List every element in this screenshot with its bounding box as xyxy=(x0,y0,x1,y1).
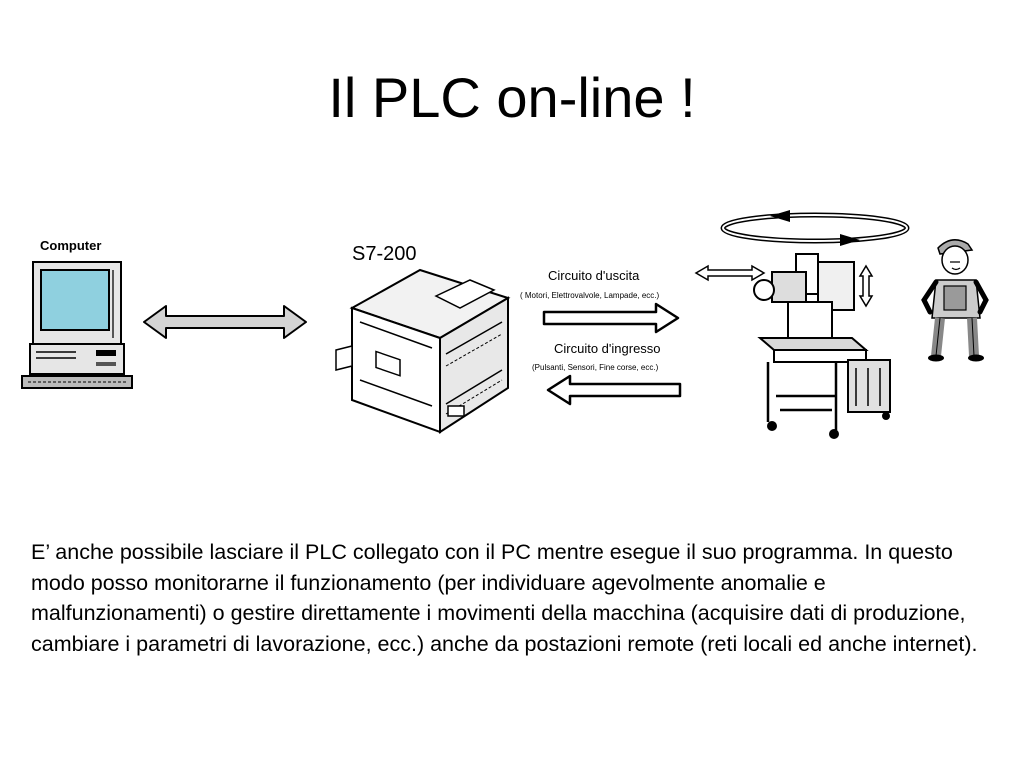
input-circuit-detail: (Pulsanti, Sensori, Fine corse, ecc.) xyxy=(532,363,659,372)
computer-icon: Computer xyxy=(21,238,133,389)
machine-icon xyxy=(694,210,910,439)
body-paragraph: E’ anche possibile lasciare il PLC colle… xyxy=(31,540,978,656)
vertical-motion-icon xyxy=(858,264,874,308)
output-arrow-icon xyxy=(542,302,680,334)
keyboard-icon xyxy=(21,375,133,389)
diagram-canvas: Computer S7-200 xyxy=(21,210,989,439)
operator-icon xyxy=(921,239,989,362)
horizontal-motion-icon xyxy=(694,264,766,282)
screen-icon xyxy=(40,269,110,331)
plc-label: S7-200 xyxy=(352,243,417,265)
computer-label: Computer xyxy=(40,238,101,253)
output-circuit-label: Circuito d'uscita xyxy=(548,268,640,283)
plc-s7-200-icon: S7-200 xyxy=(335,243,511,434)
input-circuit-label: Circuito d'ingresso xyxy=(554,341,661,356)
computer-plc-double-arrow-icon xyxy=(143,305,307,339)
plc-online-diagram: Computer S7-200 xyxy=(0,200,1024,450)
slide-title: Il PLC on-line ! xyxy=(328,66,696,129)
input-arrow-icon xyxy=(546,374,682,406)
output-circuit-detail: ( Motori, Elettrovalvole, Lampade, ecc.) xyxy=(520,291,660,300)
system-unit-icon xyxy=(29,343,125,375)
